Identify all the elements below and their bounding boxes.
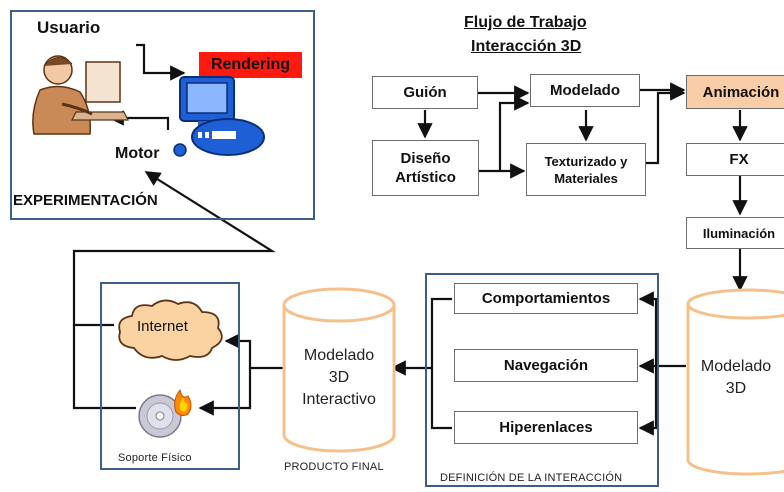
modelado3d-text: Modelado 3D — [688, 356, 784, 400]
user-at-desk-icon — [32, 55, 129, 135]
comportamientos-box: Comportamientos — [454, 283, 638, 314]
fx-label: FX — [729, 151, 749, 168]
modelado3d-line1: Modelado — [700, 358, 772, 375]
modelado3d-line2: 3D — [725, 380, 747, 397]
navegacion-box: Navegación — [454, 349, 638, 382]
flow-title-line2: Interacción 3D — [471, 38, 582, 55]
producto-text: Modelado 3D Interactivo — [283, 345, 395, 411]
soporte-caption: Soporte Físico — [118, 452, 192, 464]
comportamientos-label: Comportamientos — [481, 290, 611, 307]
internet-cloud-icon — [118, 299, 223, 361]
diseno-line2: Artístico — [395, 169, 456, 186]
experimentation-caption: EXPERIMENTACIÓN — [13, 192, 158, 209]
line-feedback-soporte — [72, 325, 136, 410]
diseno-box: Diseño Artístico — [372, 140, 479, 196]
iluminacion-label: Iluminación — [702, 225, 776, 241]
flow-title-line1: Flujo de Trabajo — [464, 14, 587, 31]
soporte-panel — [100, 282, 240, 470]
arrow-diseno-modelado — [498, 95, 530, 171]
hiperenlaces-box: Hiperenlaces — [454, 411, 638, 444]
arrow-usuario-rendering — [136, 43, 186, 81]
guion-box: Guión — [372, 76, 478, 109]
hiperenlaces-label: Hiperenlaces — [499, 419, 593, 436]
producto-line2: 3D — [328, 369, 350, 386]
producto-line1: Modelado — [303, 347, 375, 364]
internet-label: Internet — [137, 318, 188, 335]
texturizado-box: Texturizado y Materiales — [526, 143, 646, 196]
iluminacion-box: Iluminación — [686, 217, 784, 249]
arrow-to-hiperenlaces — [638, 366, 658, 436]
arrow-interaction-producto — [430, 297, 452, 430]
fx-box: FX — [686, 143, 784, 176]
arrow-to-soporte-fisico — [198, 368, 252, 416]
animacion-box: Animación — [686, 75, 784, 109]
modelado-box: Modelado — [530, 74, 640, 107]
arrow-to-comportamientos — [638, 291, 658, 366]
modelado-label: Modelado — [550, 82, 620, 99]
arrow-texturizado-animacion — [646, 85, 686, 165]
rendering-label: Rendering — [199, 52, 302, 78]
modelado3d-cylinder — [686, 288, 784, 476]
diseno-line1: Diseño — [400, 150, 451, 167]
computer-icon — [173, 76, 265, 157]
producto-cylinder — [282, 287, 396, 453]
guion-label: Guión — [403, 84, 447, 101]
navegacion-label: Navegación — [503, 357, 589, 374]
usuario-label: Usuario — [37, 18, 101, 37]
arrow-feedback — [72, 171, 276, 327]
producto-caption: PRODUCTO FINAL — [284, 461, 384, 473]
texturizado-line2: Materiales — [554, 170, 618, 186]
texturizado-line1: Texturizado y — [544, 153, 628, 169]
animacion-label: Animación — [702, 83, 780, 101]
interaction-panel — [425, 273, 659, 487]
motor-label: Motor — [115, 145, 160, 162]
experimentation-panel — [10, 10, 315, 220]
interaction-caption: DEFINICIÓN DE LA INTERACCIÓN — [440, 472, 623, 484]
arrow-motor-usuario — [108, 110, 170, 130]
cd-disc-icon — [138, 388, 192, 438]
producto-line3: Interactivo — [302, 391, 376, 408]
